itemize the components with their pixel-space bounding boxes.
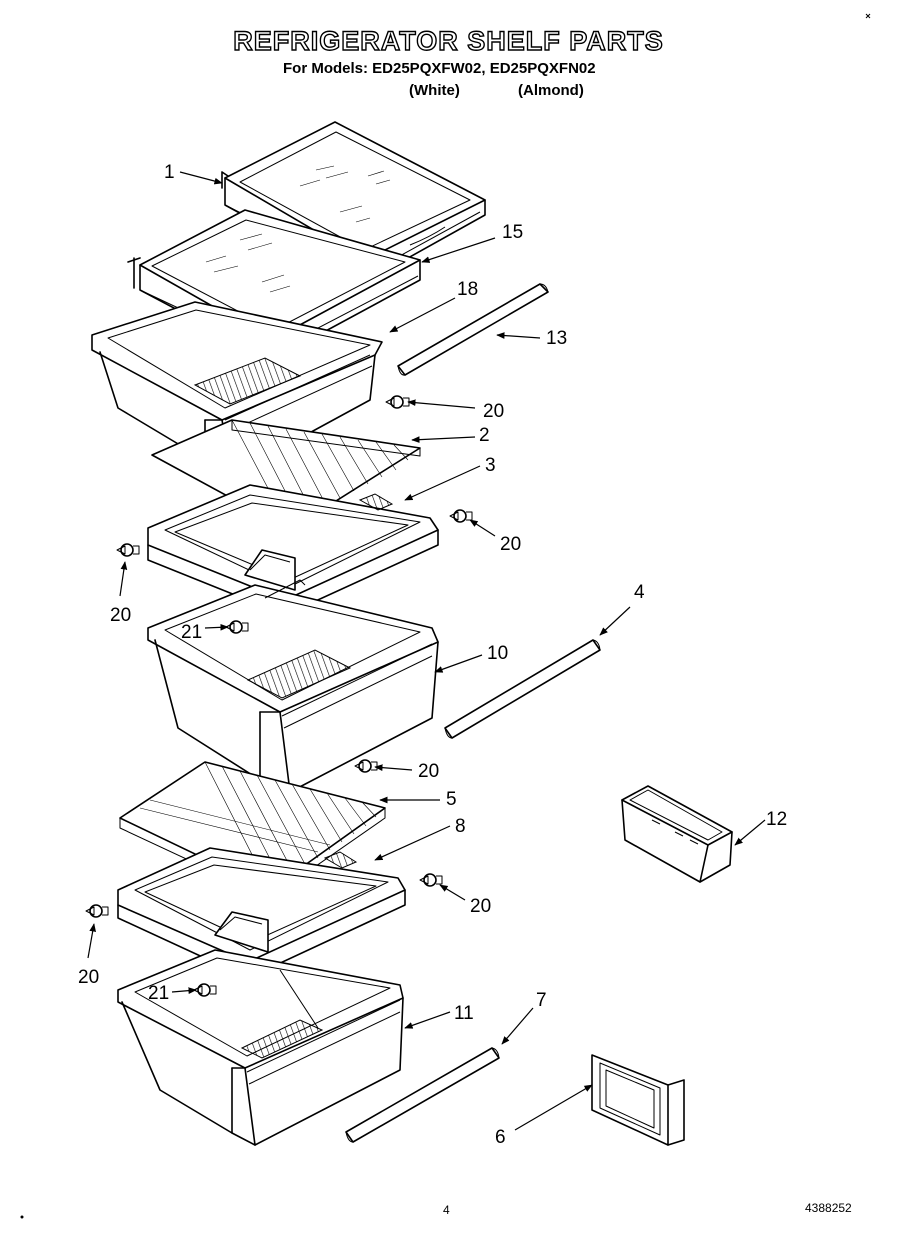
leader-lines: [87, 171, 766, 1131]
part-label-1: 1: [164, 162, 175, 183]
document-number: 4388252: [805, 1201, 852, 1215]
model-color-white: (White): [409, 82, 460, 99]
part-label-20-c: 20: [110, 605, 131, 626]
part-label-18: 18: [457, 279, 478, 300]
part-label-4: 4: [634, 582, 645, 603]
crisper-drawer-lower: [117, 949, 404, 1146]
shelf-rail-middle: [444, 639, 601, 739]
screw-20-f: [85, 904, 109, 918]
part-label-3: 3: [485, 455, 496, 476]
part-label-10: 10: [487, 643, 508, 664]
part-label-6: 6: [495, 1127, 506, 1148]
part-label-21-a: 21: [181, 622, 202, 643]
part-label-20-d: 20: [418, 761, 439, 782]
model-color-almond: (Almond): [518, 82, 584, 99]
part-label-20-a: 20: [483, 401, 504, 422]
part-label-20-b: 20: [500, 534, 521, 555]
screw-20-b: [449, 509, 473, 523]
part-label-2: 2: [479, 425, 490, 446]
utility-bin: [621, 785, 733, 883]
models-line: For Models: ED25PQXFW02, ED25PQXFN02: [283, 60, 596, 77]
part-label-7: 7: [536, 990, 547, 1011]
meat-drawer-middle: [147, 579, 439, 793]
part-label-15: 15: [502, 222, 523, 243]
screw-20-d: [354, 759, 378, 773]
part-label-20-e: 20: [470, 896, 491, 917]
screw-21-b: [193, 983, 217, 997]
part-label-5: 5: [446, 789, 457, 810]
part-label-8: 8: [455, 816, 466, 837]
part-label-13: 13: [546, 328, 567, 349]
crisper-drawer-upper: [91, 301, 383, 476]
part-label-12: 12: [766, 809, 787, 830]
card-holder: [591, 1054, 685, 1146]
page-title: REFRIGERATOR SHELF PARTS: [233, 25, 664, 56]
screw-20-c: [116, 543, 140, 557]
shelf-rail-upper: [397, 283, 549, 376]
part-label-21-b: 21: [148, 983, 169, 1004]
screw-21-a: [225, 620, 249, 634]
screw-20-a: [385, 395, 410, 409]
shelf-frame-upper: [147, 484, 439, 616]
part-label-11: 11: [454, 1003, 474, 1024]
part-label-20-f: 20: [78, 967, 99, 988]
page-number: 4: [443, 1203, 450, 1217]
screw-20-e: [419, 873, 443, 887]
shelf-rail-lower: [345, 1047, 500, 1143]
